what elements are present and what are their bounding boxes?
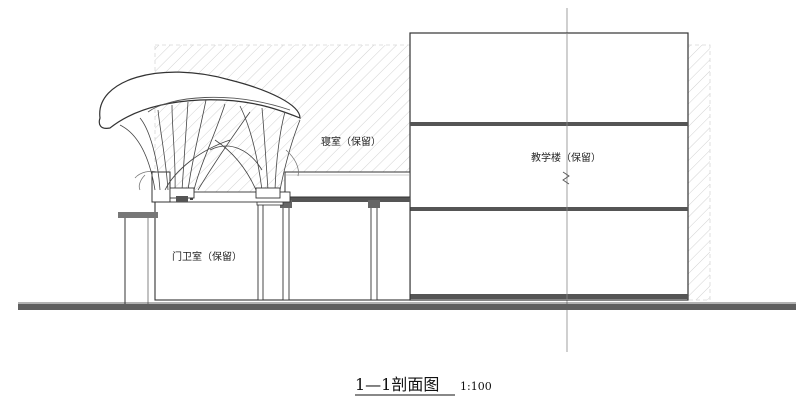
canopy-structure xyxy=(98,71,301,191)
teaching-building-label: 教学楼（保留） xyxy=(531,151,601,164)
drawing-scale: 1:100 xyxy=(460,380,492,393)
drawing-title: 1—1剖面图 xyxy=(355,375,439,394)
dormitory-label: 寝室（保留） xyxy=(321,135,381,148)
entrance-canopy xyxy=(118,212,158,305)
guard-room-building xyxy=(154,196,411,301)
canopy-column-bases xyxy=(169,187,281,202)
guard-room-label: 门卫室（保留） xyxy=(172,250,242,263)
ground-line xyxy=(18,302,796,310)
teaching-building xyxy=(409,32,689,301)
